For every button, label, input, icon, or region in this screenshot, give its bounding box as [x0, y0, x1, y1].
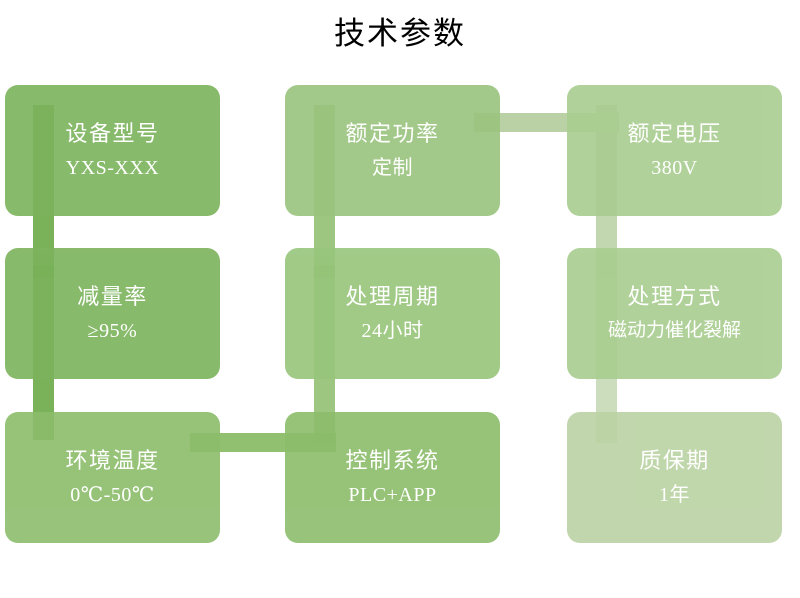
spec-card-label: 设备型号	[65, 120, 160, 146]
spec-card-label: 额定电压	[627, 120, 722, 146]
spec-card-value: 0℃-50℃	[70, 483, 155, 506]
spec-card-rated-voltage[interactable]: 额定电压 380V	[567, 85, 782, 216]
spec-card-value: 磁动力催化裂解	[607, 319, 741, 341]
spec-card-value: YXS-XXX	[65, 156, 160, 179]
spec-card-value: PLC+APP	[348, 483, 437, 506]
spec-card-value: ≥95%	[87, 319, 138, 342]
spec-card-label: 处理周期	[345, 283, 440, 309]
spec-card-label: 减量率	[77, 283, 148, 309]
spec-card-ambient-temperature[interactable]: 环境温度 0℃-50℃	[5, 412, 220, 543]
spec-card-warranty-period[interactable]: 质保期 1年	[567, 412, 782, 543]
spec-card-label: 环境温度	[65, 447, 160, 473]
spec-card-label: 质保期	[639, 447, 710, 473]
page-title: 技术参数	[334, 16, 466, 51]
spec-card-treatment-cycle[interactable]: 处理周期 24小时	[285, 248, 500, 379]
spec-card-reduction-rate[interactable]: 减量率 ≥95%	[5, 248, 220, 379]
spec-card-value: 24小时	[361, 319, 424, 342]
spec-card-rated-power[interactable]: 额定功率定制	[285, 85, 500, 216]
spec-card-value: 380V	[651, 156, 698, 179]
spec-card-label: 处理方式	[627, 283, 722, 309]
spec-card-value: 定制	[372, 156, 413, 179]
spec-card-treatment-method[interactable]: 处理方式磁动力催化裂解	[567, 248, 782, 379]
spec-card-label: 控制系统	[345, 447, 440, 473]
spec-card-value: 1年	[659, 483, 690, 506]
spec-card-control-system[interactable]: 控制系统 PLC+APP	[285, 412, 500, 543]
spec-card-device-model[interactable]: 设备型号 YXS-XXX	[5, 85, 220, 216]
spec-card-label: 额定功率	[345, 120, 440, 146]
